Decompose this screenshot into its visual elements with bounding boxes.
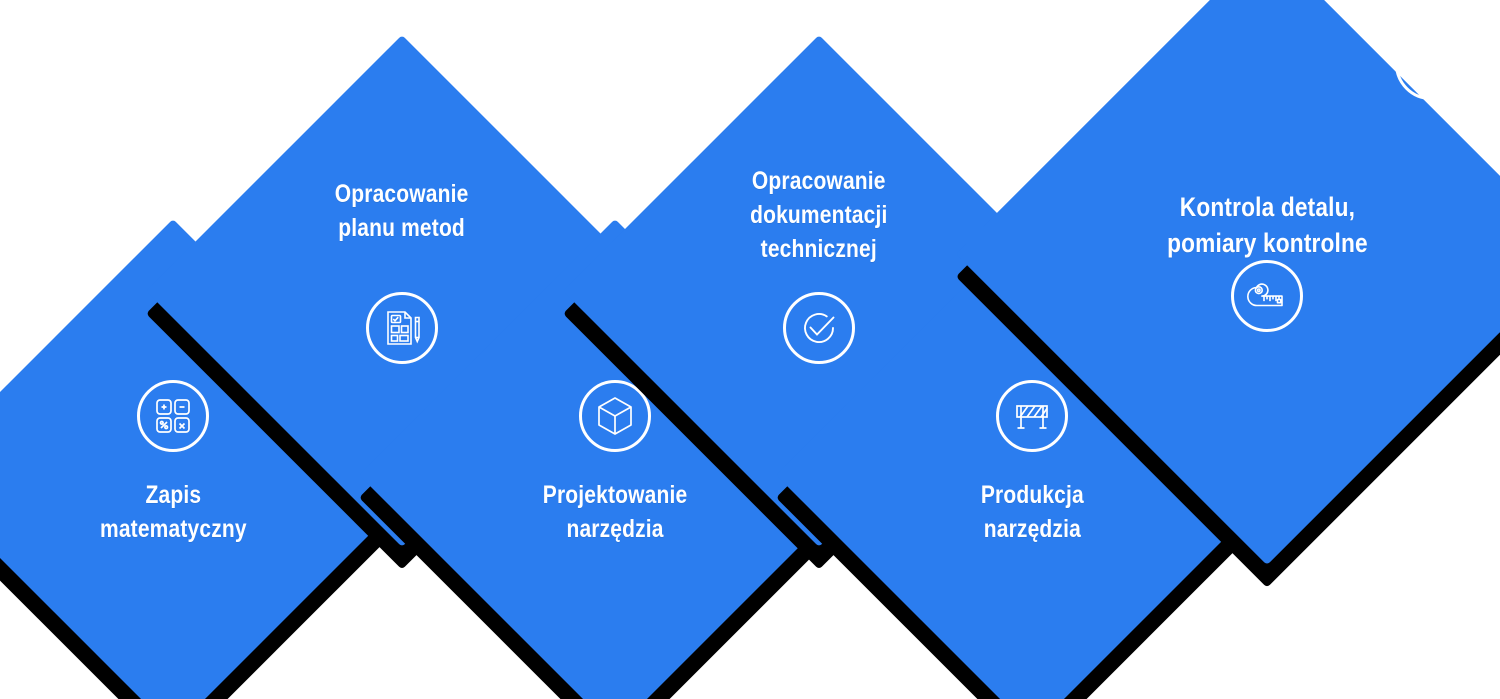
blueprint-pencil-icon <box>366 292 438 364</box>
check-circle-icon <box>783 292 855 364</box>
process-step-6[interactable]: Kontrola detalu, pomiary kontrolne <box>955 0 1500 588</box>
measuring-tape-icon <box>1231 260 1303 332</box>
calculator-icon <box>137 380 209 452</box>
cube-3d-icon <box>579 380 651 452</box>
barrier-icon <box>996 380 1068 452</box>
thumbs-up-icon <box>1395 28 1467 100</box>
